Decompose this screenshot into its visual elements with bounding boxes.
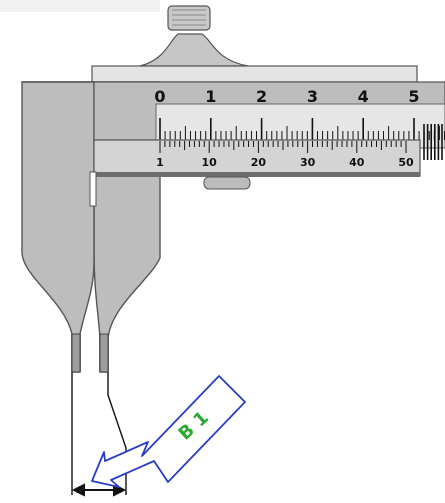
- faded-corner: [0, 0, 160, 12]
- main-scale-ticks: [159, 118, 445, 160]
- thumb-screw: [167, 5, 211, 31]
- main-label-2: 2: [256, 87, 267, 106]
- jaw-tip-right: [99, 333, 109, 373]
- main-label-0: 0: [154, 87, 165, 106]
- main-label-1: 1: [205, 87, 216, 106]
- vernier-label-1: 1: [156, 156, 164, 169]
- vernier-scale-ticks: [159, 141, 407, 153]
- vernier-dark-strip: [94, 172, 420, 177]
- main-label-4: 4: [358, 87, 369, 106]
- vernier-label-20: 20: [251, 156, 267, 169]
- main-label-3: 3: [307, 87, 318, 106]
- plate-slot: [89, 171, 97, 207]
- callout-b1: B 1: [91, 375, 246, 488]
- main-label-5: 5: [408, 87, 419, 106]
- slider-knob: [203, 176, 251, 190]
- vernier-label-30: 30: [300, 156, 316, 169]
- callout-arrow-shape: [91, 375, 246, 488]
- clamp-mount: [139, 33, 249, 67]
- jaw-tip-left: [71, 333, 81, 373]
- guide-bar: [91, 65, 418, 83]
- vernier-label-10: 10: [202, 156, 218, 169]
- vernier-scale-labels: 1 10 20 30 40 50: [156, 156, 414, 169]
- vernier-label-50: 50: [398, 156, 414, 169]
- vernier-plate: [93, 139, 421, 177]
- vernier-label-40: 40: [349, 156, 365, 169]
- main-scale-labels: 0 1 2 3 4 5: [154, 87, 419, 106]
- fixed-jaw: [21, 81, 95, 373]
